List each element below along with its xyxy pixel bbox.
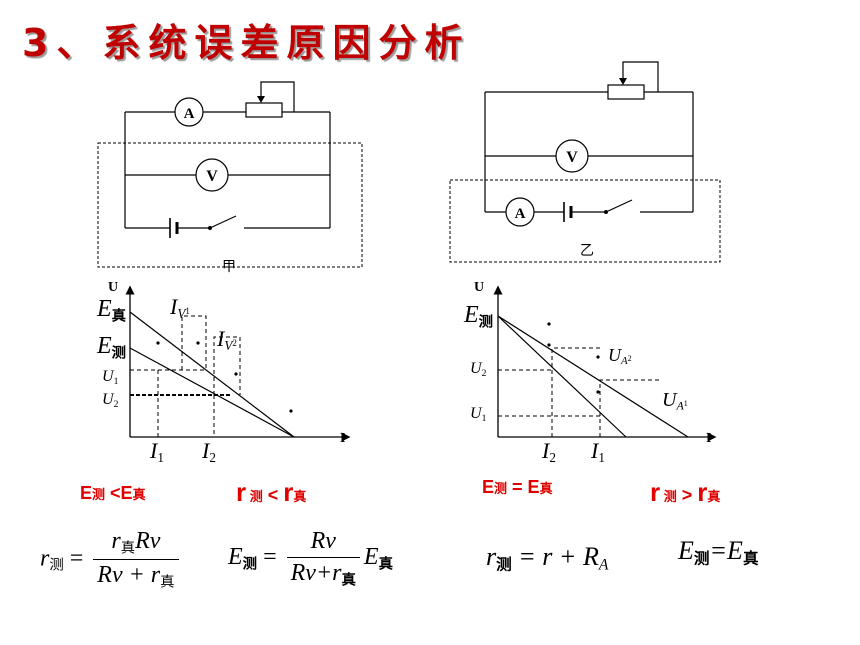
graph-left-i1: I1 [150, 438, 164, 465]
graph-left-iv1: IV1 [170, 294, 190, 321]
graph-left-x-label: I [340, 431, 346, 446]
voltmeter-jia-label: V [206, 168, 218, 185]
graph-right-i2: I2 [542, 438, 556, 465]
graph-right-ua1: UA1 [662, 389, 688, 413]
voltmeter-jia-icon [195, 158, 229, 192]
rheostat-yi [607, 84, 645, 100]
voltmeter-yi-label: V [566, 149, 578, 166]
dashed-box-jia [97, 142, 363, 268]
caption-yi: 乙 [580, 243, 594, 259]
graph-left-y-label: U [108, 280, 119, 295]
conclusion-left-e: E测 <E真 [80, 483, 146, 503]
graph-left-e-meas: E测 [97, 333, 127, 362]
graph-left-e-true: E真 [97, 296, 127, 325]
graph-left-u2: U2 [102, 391, 119, 410]
ammeter-jia-label: A [184, 106, 195, 122]
conclusion-left-r: r 测 < r真 [236, 477, 307, 507]
conclusion-right-r: r 测 > r真 [650, 477, 721, 507]
graph-right-y-label: U [474, 280, 485, 295]
conclusion-right-e: E测 = E真 [482, 477, 553, 497]
rheostat-jia [245, 102, 283, 118]
graph-right-u2: U2 [470, 360, 487, 379]
ammeter-jia-icon [174, 97, 204, 127]
graph-left-i2: I2 [202, 438, 216, 465]
dashed-box-yi [449, 179, 721, 263]
caption-jia: 甲 [222, 259, 236, 275]
voltmeter-yi-icon [555, 139, 589, 173]
graph-right [493, 285, 717, 442]
graph-right-ua2: UA2 [608, 345, 632, 368]
page-title: 3、系统误差原因分析 [22, 21, 471, 65]
formula-r-measured-yi: r测 = r + RA [486, 542, 609, 574]
graph-right-e-meas: E测 [464, 302, 494, 331]
graph-left-iv2: IV2 [217, 326, 237, 353]
graph-right-i1: I1 [591, 438, 605, 465]
graph-left [125, 285, 351, 442]
ammeter-yi-label: A [515, 206, 526, 222]
ammeter-yi-icon [505, 197, 535, 227]
circuit-jia [124, 81, 331, 238]
graph-right-u1: U1 [470, 405, 487, 424]
formula-e-measured-yi: E测=E真 [678, 536, 759, 568]
graph-left-u1: U1 [102, 368, 119, 387]
graph-right-x-label: I [706, 431, 712, 446]
circuit-yi [484, 61, 694, 222]
